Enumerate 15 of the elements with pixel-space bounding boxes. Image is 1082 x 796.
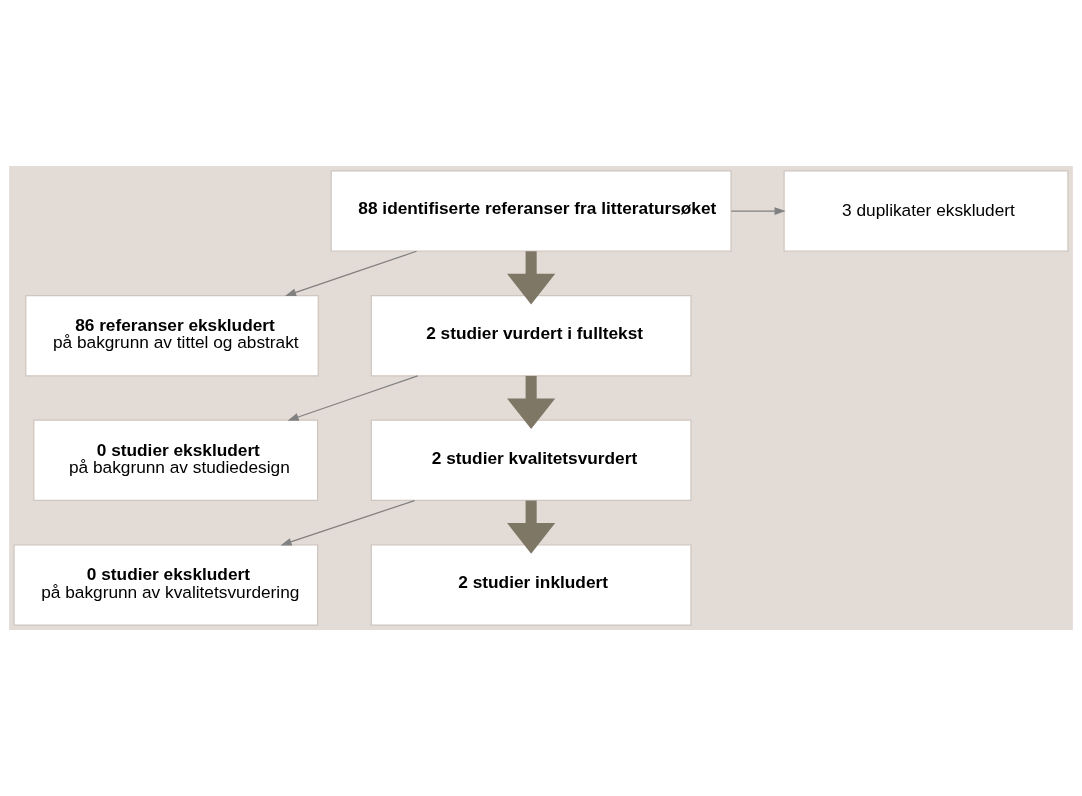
node-box: 88 identifiserte referanser fra litteratursøket	[330, 170, 732, 252]
node-box: 3 duplikater ekskludert	[783, 170, 1069, 252]
node-box: 86 referanser ekskludert på bakgrunn av tittel og abstrakt	[25, 294, 319, 377]
arrow	[285, 250, 418, 297]
node-box: 0 studier ekskludert på bakgrunn av kvalitetsvurdering	[13, 544, 319, 626]
arrow	[730, 207, 786, 215]
arrow	[287, 375, 419, 421]
node-box: 0 studier ekskludert på bakgrunn av studiedesign	[33, 419, 319, 502]
node-box: 2 studier inkludert	[370, 544, 692, 626]
arrow	[507, 500, 556, 554]
arrow	[507, 375, 556, 429]
node-box: 2 studier vurdert i fulltekst	[370, 294, 692, 377]
node-box: 2 studier kvalitetsvurdert	[370, 419, 692, 502]
arrow	[507, 251, 556, 305]
arrow	[280, 499, 416, 546]
